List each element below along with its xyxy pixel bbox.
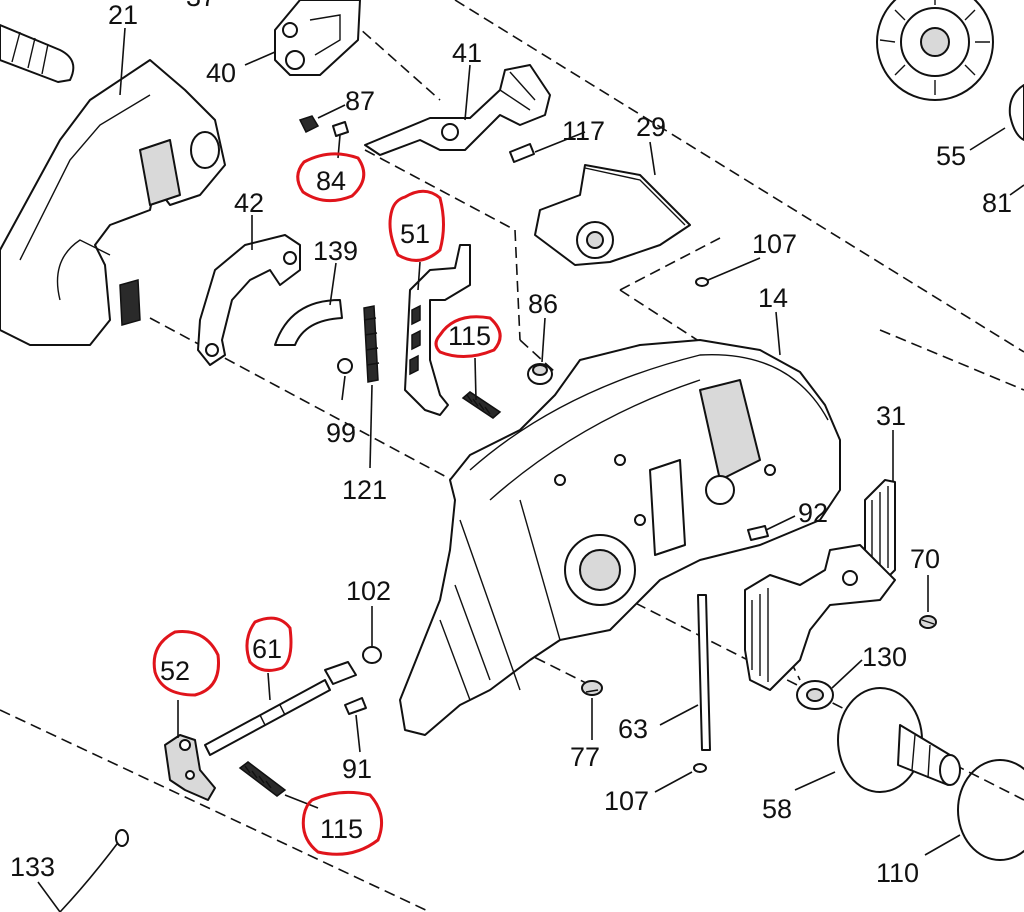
part-117-pin xyxy=(509,143,535,163)
label-110: 110 xyxy=(876,858,919,888)
part-21-cord-protector xyxy=(0,24,75,83)
part-42-guide xyxy=(197,234,301,366)
part-86-bushing xyxy=(527,363,553,385)
part-99-washer xyxy=(337,358,353,374)
label-115-upper: 115 xyxy=(448,321,491,351)
part-41-lever xyxy=(364,64,551,156)
part-107-washer-upper xyxy=(695,277,709,287)
part-63-rod xyxy=(697,594,711,751)
part-92-pin xyxy=(747,525,769,541)
part-14-main-housing xyxy=(399,339,841,736)
part-51-latch xyxy=(404,244,471,416)
label-121: 121 xyxy=(342,475,387,505)
part-107-washer-lower xyxy=(693,763,707,773)
label-99: 99 xyxy=(326,418,356,448)
part-clamp-assembly xyxy=(744,544,896,691)
label-139: 139 xyxy=(313,236,358,266)
part-91-pin xyxy=(344,697,367,715)
label-14: 14 xyxy=(758,283,788,313)
part-40-bracket xyxy=(274,0,361,76)
label-77: 77 xyxy=(570,742,600,772)
label-130: 130 xyxy=(862,642,907,672)
highlight-circle-84 xyxy=(296,152,366,203)
label-86: 86 xyxy=(528,289,558,319)
label-70: 70 xyxy=(910,544,940,574)
label-133: 133 xyxy=(10,852,55,882)
part-139-arc-shim xyxy=(274,299,343,346)
part-77-screw xyxy=(581,680,603,696)
label-107-lower: 107 xyxy=(604,786,649,816)
label-63: 63 xyxy=(618,714,648,744)
part-102-o-ring xyxy=(362,646,382,664)
label-21: 21 xyxy=(108,0,138,30)
part-29-blade-guard-segment xyxy=(534,164,691,266)
label-91: 91 xyxy=(342,754,372,784)
part-121-spring xyxy=(363,305,380,383)
label-61: 61 xyxy=(252,634,282,664)
highlight-circle-115-lower xyxy=(301,790,384,856)
label-31: 31 xyxy=(876,401,906,431)
part-52-cam xyxy=(164,734,216,801)
label-115-lower: 115 xyxy=(320,814,363,844)
part-55-fan-wheel xyxy=(876,0,994,101)
part-84-pin xyxy=(332,121,349,137)
label-41: 41 xyxy=(452,38,482,68)
label-58: 58 xyxy=(762,794,792,824)
label-52: 52 xyxy=(160,656,190,686)
red-circle-annotations xyxy=(152,152,502,856)
label-37: 37 xyxy=(186,0,216,12)
label-55: 55 xyxy=(936,141,966,171)
label-29: 29 xyxy=(636,112,666,142)
highlight-circle-115-upper xyxy=(434,315,502,358)
leader-lines xyxy=(37,27,1024,912)
label-117: 117 xyxy=(562,116,605,146)
label-87: 87 xyxy=(345,86,375,116)
part-115-spring-lower xyxy=(238,761,287,797)
part-labels: 37 21 40 87 84 41 117 29 55 81 42 139 51… xyxy=(10,0,1012,888)
label-40: 40 xyxy=(206,58,236,88)
part-110-o-ring xyxy=(957,759,1024,861)
part-115-spring-upper xyxy=(461,391,502,419)
label-51: 51 xyxy=(400,219,430,249)
label-102: 102 xyxy=(346,576,391,606)
label-42: 42 xyxy=(234,188,264,218)
part-70-screw xyxy=(919,615,937,629)
label-92: 92 xyxy=(798,498,828,528)
part-61-shaft xyxy=(204,661,357,756)
part-21-handle-housing xyxy=(0,59,226,346)
label-107-upper: 107 xyxy=(752,229,797,259)
highlight-circle-51 xyxy=(388,189,445,262)
highlight-circle-61 xyxy=(245,616,293,672)
part-58-arbor xyxy=(837,687,961,793)
part-130-bearing xyxy=(796,680,834,710)
part-133-cable xyxy=(59,829,129,912)
part-81-cover-edge xyxy=(1008,84,1024,141)
label-84: 84 xyxy=(316,166,346,196)
part-87-nut xyxy=(298,115,320,134)
highlight-circle-52 xyxy=(152,629,221,697)
label-81: 81 xyxy=(982,188,1012,218)
